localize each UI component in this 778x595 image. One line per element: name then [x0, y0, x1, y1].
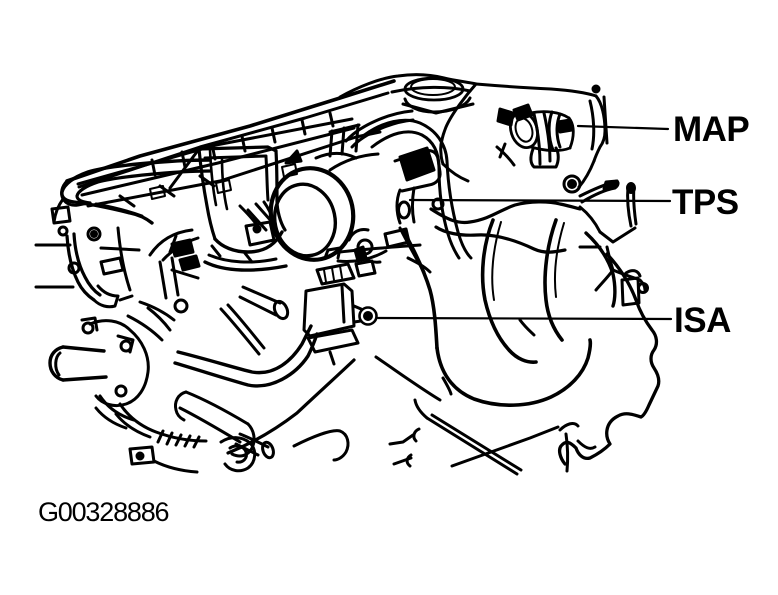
svg-text:MAP: MAP	[673, 110, 749, 149]
svg-text:G00328886: G00328886	[38, 497, 169, 527]
svg-text:ISA: ISA	[674, 301, 731, 340]
svg-text:TPS: TPS	[672, 183, 739, 222]
